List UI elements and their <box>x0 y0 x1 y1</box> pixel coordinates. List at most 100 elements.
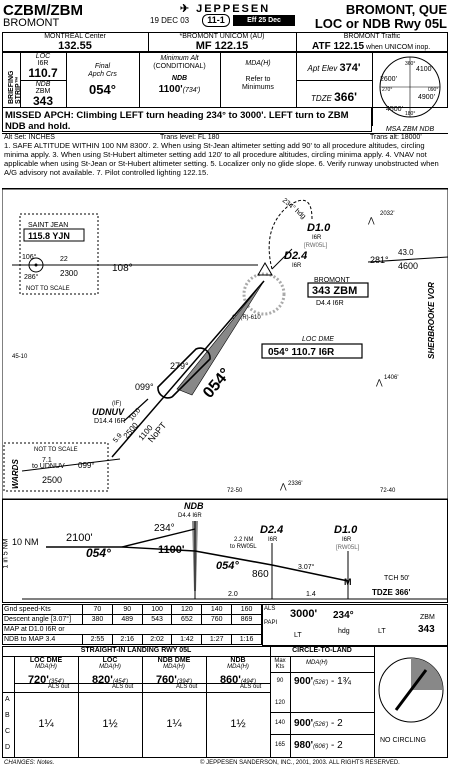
missed-hdg: hdg <box>338 628 350 635</box>
trans-level: Trans level: FL 180 <box>160 134 220 141</box>
svg-text:1406': 1406' <box>384 375 399 381</box>
airport-name: BROMONT <box>3 17 60 29</box>
svg-text:090°: 090° <box>428 87 438 93</box>
center-label: MONTREAL Center <box>44 33 106 40</box>
min-alt-conditional: (CONDITIONAL) <box>153 63 206 70</box>
svg-text:054°: 054° <box>216 560 239 572</box>
msa-nw: 2600' <box>380 76 397 83</box>
radial-281: 281° <box>370 255 389 265</box>
profile-860: 860 <box>252 569 269 580</box>
profile-d24: D2.4 <box>260 524 283 536</box>
briefing-strip <box>2 52 448 108</box>
trans-alt: Trans alt: 18000' <box>370 134 422 141</box>
profile-view <box>2 499 448 603</box>
missed-alt: 3000' <box>290 608 318 620</box>
traffic-label: BROMONT Traffic <box>343 33 401 40</box>
loc-ident: I6R <box>37 60 49 67</box>
svg-text:099°: 099° <box>78 461 95 470</box>
page-number: 11-1 <box>202 14 230 27</box>
min-alt-fix: NDB <box>171 75 188 82</box>
d10-label: D1.0 <box>307 222 331 234</box>
min-alt-label: Minimum Alt <box>160 55 199 62</box>
svg-text:270°: 270° <box>382 87 392 93</box>
loc-dme-box: 054° 110.7 I6R <box>268 347 335 358</box>
missed-zbm: ZBM <box>420 614 435 621</box>
svg-text:7.1: 7.1 <box>42 457 52 464</box>
final-label-2: Apch Crs <box>88 71 117 78</box>
sherbrooke-label: SHERBROOKE VOR <box>427 282 436 359</box>
missed-lt-2: LT <box>378 628 386 635</box>
minima-box <box>2 646 448 758</box>
msa-sw: 4500' <box>386 106 403 113</box>
restricted-area: CY(R)-610 <box>232 315 261 321</box>
missed-approach-text: MISSED APCH: Climbing LEFT turn heading … <box>5 110 349 132</box>
center-freq: 132.55 <box>58 40 92 52</box>
lon-label-1: 72-50 <box>227 488 243 494</box>
profile-2100: 2100' <box>66 532 93 544</box>
svg-text:[RW05L]: [RW05L] <box>336 545 360 551</box>
loc-label: LOC <box>35 53 51 60</box>
svg-text:I6R: I6R <box>292 263 302 269</box>
svg-text:to RW05L: to RW05L <box>230 544 257 550</box>
svg-text:5.9: 5.9 <box>112 432 124 444</box>
svg-text:180°: 180° <box>405 111 415 117</box>
msa-se: 4900' <box>418 94 435 101</box>
circle-row-1: 900'(526') - 1¾ <box>294 676 352 687</box>
city-name: BROMONT, QUE <box>345 2 447 17</box>
svg-text:M: M <box>344 577 352 587</box>
svg-text:I6R: I6R <box>312 235 322 241</box>
svg-text:3.07°: 3.07° <box>298 563 315 571</box>
circle-mda-label: MDA(H) <box>306 660 328 666</box>
profile-d10: D1.0 <box>334 524 358 536</box>
unicom-label: *BROMONT UNICOM (AU) <box>179 33 265 40</box>
wards-label: WARDS <box>11 459 20 489</box>
svg-text:⋀: ⋀ <box>367 216 375 225</box>
mda-minimums: Minimums <box>242 84 274 91</box>
changes-note: CHANGES: Notes. <box>4 760 55 766</box>
jeppesen-logo-icon: ✈ <box>179 3 197 15</box>
plan-view: 45-10 72-50 72-40 SAINT JEAN 115.8 YJN 1… <box>2 189 448 499</box>
missed-icons <box>262 604 448 646</box>
effective-date: Eff 25 Dec <box>233 15 295 26</box>
profile-234: 234° <box>154 523 175 534</box>
svg-text:4600: 4600 <box>398 261 418 271</box>
svg-text:⋀: ⋀ <box>279 482 287 491</box>
vis-loc-dme: 1¼ <box>38 718 54 730</box>
svg-text:(IF): (IF) <box>112 401 121 407</box>
procedure-name: LOC or NDB Rwy 05L <box>314 16 447 31</box>
ndb-label: NDB <box>35 81 51 88</box>
not-to-scale-1: NOT TO SCALE <box>26 286 70 292</box>
svg-text:TCH 50': TCH 50' <box>384 575 409 582</box>
cat-d: D <box>5 744 11 751</box>
saint-jean-freq: 115.8 YJN <box>28 231 70 241</box>
svg-text:1.4: 1.4 <box>306 591 316 598</box>
max-kts: Max Kts <box>274 658 286 670</box>
missed-hdg-val: 234° <box>333 610 354 621</box>
not-to-scale-2: NOT TO SCALE <box>34 447 78 453</box>
profile-ndb: NDB <box>184 501 204 511</box>
svg-text:I6R: I6R <box>268 537 278 543</box>
msa-ne: 4100' <box>416 66 433 73</box>
missed-zbm-freq: 343 <box>418 624 435 635</box>
msa-label: MSA ZBM NDB <box>385 126 435 133</box>
svg-text:2032': 2032' <box>380 211 395 217</box>
svg-text:to UDNUV: to UDNUV <box>32 463 65 470</box>
circle-row-2: 900'(526') - 2 <box>294 718 343 729</box>
udnuv-label: UDNUV <box>92 407 125 417</box>
papi-label: PAPI <box>264 620 278 626</box>
loc-freq: 110.7 <box>28 66 58 80</box>
svg-text:2336': 2336' <box>288 481 303 487</box>
als-label: ALS <box>264 606 276 612</box>
ndb-ident: ZBM <box>35 88 51 95</box>
profile-10nm: 10 NM <box>12 537 39 547</box>
final-course: 054° <box>89 82 116 97</box>
lat-label: 45-10 <box>12 354 28 360</box>
hold-279: 279° <box>170 361 189 371</box>
final-label-1: Final <box>94 63 111 70</box>
circle-title: CIRCLE-TO-LAND <box>292 647 352 654</box>
